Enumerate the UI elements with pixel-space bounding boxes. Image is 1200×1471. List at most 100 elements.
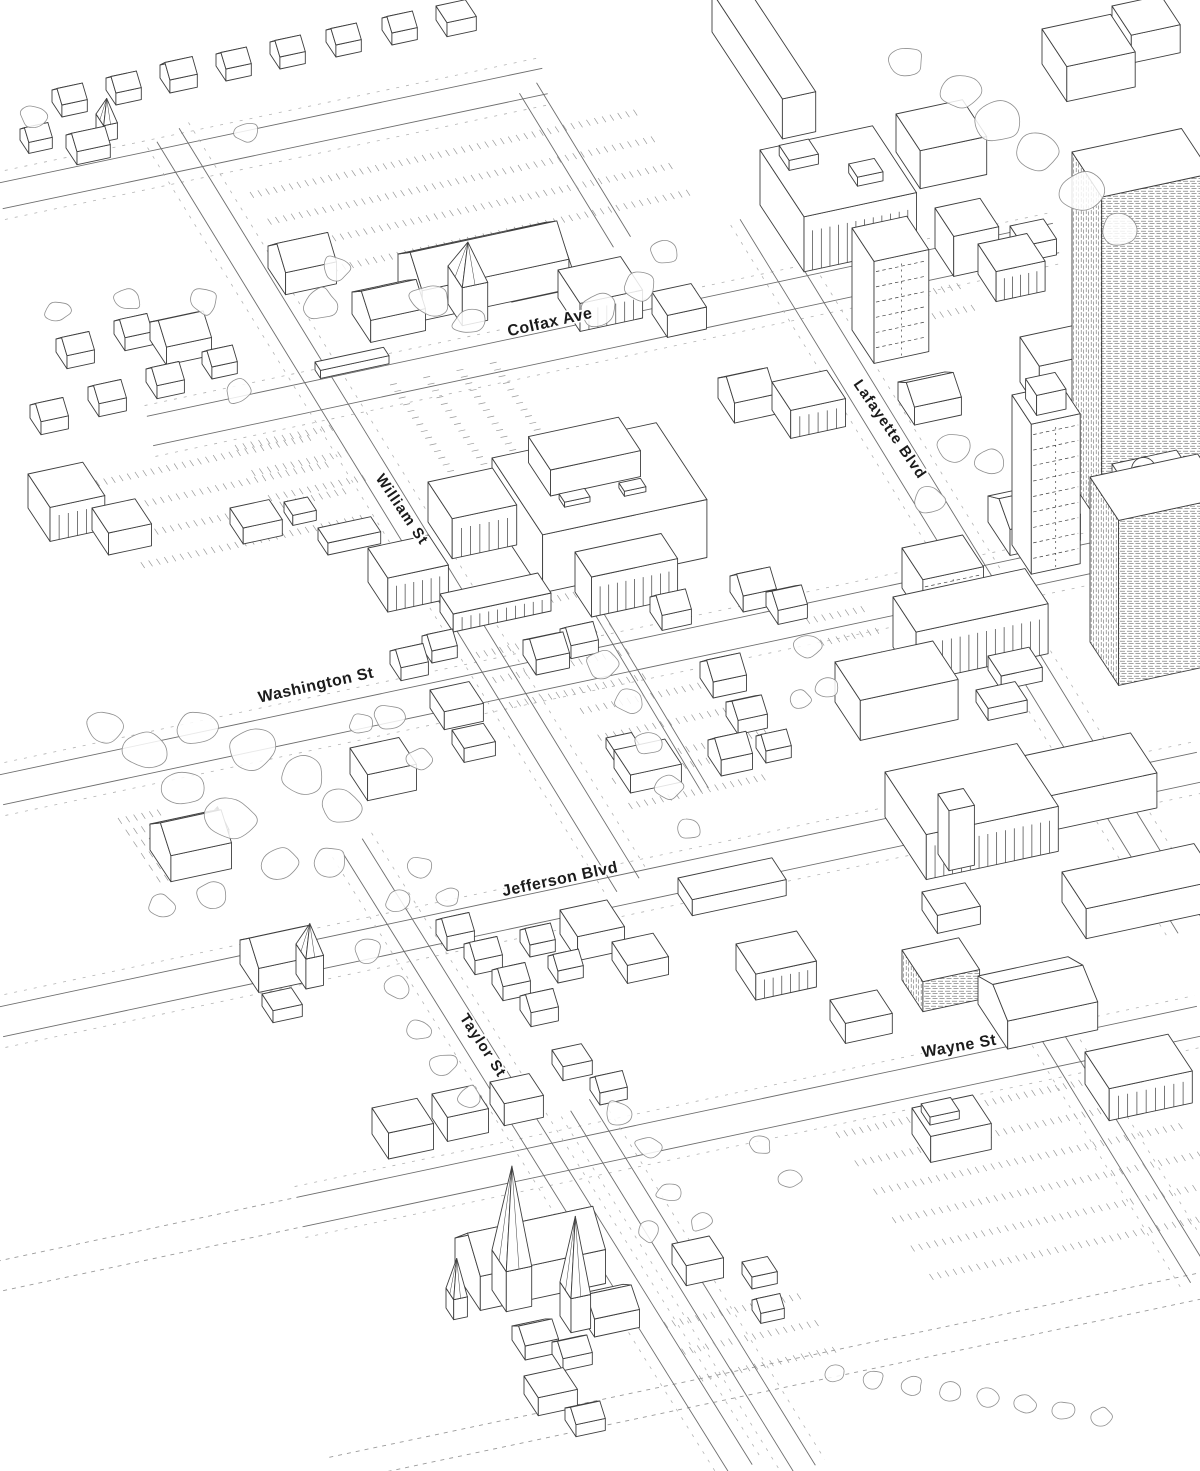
curb-line xyxy=(0,1196,297,1262)
face xyxy=(1011,394,1032,575)
tree xyxy=(793,635,823,659)
tree xyxy=(113,288,141,310)
tree-canopy xyxy=(814,677,839,698)
tree-canopy xyxy=(323,255,352,282)
tree-canopy xyxy=(914,486,947,514)
building xyxy=(975,681,1028,721)
detail-line xyxy=(1033,440,1079,451)
building xyxy=(741,1256,778,1290)
tree-canopy xyxy=(888,48,922,77)
curb-line xyxy=(0,67,543,184)
tree xyxy=(974,100,1021,142)
tree xyxy=(862,1370,884,1390)
face xyxy=(489,1073,544,1105)
building xyxy=(911,1094,992,1163)
detail-line xyxy=(875,275,927,288)
detail-line xyxy=(449,1258,457,1294)
tree-canopy xyxy=(974,448,1005,475)
sidewalk-line xyxy=(332,856,716,1471)
tree-canopy xyxy=(614,688,643,714)
face xyxy=(948,804,975,872)
trees-layer xyxy=(19,48,1138,1427)
buildings-layer xyxy=(19,0,1200,1438)
tree-canopy xyxy=(606,1100,633,1126)
tree-canopy xyxy=(405,747,434,771)
face xyxy=(395,643,429,669)
face xyxy=(274,34,306,58)
house xyxy=(201,344,238,380)
tree-canopy xyxy=(176,711,219,744)
brick-midrise xyxy=(1089,453,1200,686)
face xyxy=(497,962,531,988)
curb-line xyxy=(361,838,753,1465)
face xyxy=(229,499,283,529)
building xyxy=(489,1073,544,1127)
face xyxy=(426,628,458,652)
face xyxy=(1085,883,1200,940)
tree-canopy xyxy=(435,887,460,907)
face xyxy=(848,157,884,178)
sidewalk-line xyxy=(1010,1011,1182,1289)
face xyxy=(461,241,489,289)
tree-canopy xyxy=(1016,132,1060,172)
tree xyxy=(1058,171,1106,211)
curb-line xyxy=(329,1272,1198,1458)
church-spire-tower xyxy=(295,923,324,990)
face xyxy=(731,694,768,721)
building xyxy=(371,1097,434,1160)
tree-canopy xyxy=(373,705,406,730)
street-label-colfax-ave: Colfax Ave xyxy=(506,305,594,340)
tree xyxy=(349,713,373,734)
building xyxy=(937,788,975,872)
face xyxy=(559,899,625,938)
tree xyxy=(190,288,217,316)
tree xyxy=(406,1019,432,1040)
house xyxy=(215,46,252,82)
tree-canopy xyxy=(586,650,620,680)
detail-line xyxy=(456,1258,461,1299)
face xyxy=(755,1293,785,1314)
face xyxy=(618,477,647,492)
face xyxy=(975,681,1028,709)
face xyxy=(558,487,591,503)
house xyxy=(717,367,777,424)
face xyxy=(781,91,817,140)
face xyxy=(151,361,185,387)
street-wayne-ext xyxy=(0,1196,304,1292)
house xyxy=(269,34,306,70)
face xyxy=(671,1235,724,1267)
face xyxy=(677,857,787,901)
sidewalk-line xyxy=(1048,988,1200,1236)
house xyxy=(113,313,153,352)
face xyxy=(27,461,106,508)
face xyxy=(905,371,962,408)
house xyxy=(699,652,747,699)
roof-structure xyxy=(778,138,819,171)
face xyxy=(725,367,777,404)
tree xyxy=(677,818,701,839)
tree xyxy=(148,893,176,918)
tree-canopy xyxy=(793,635,823,659)
face xyxy=(778,138,819,161)
church-tall-spire xyxy=(559,1215,592,1334)
tree-canopy xyxy=(655,1183,682,1201)
building xyxy=(439,572,552,633)
face xyxy=(570,1215,592,1300)
tree xyxy=(653,774,685,800)
tree xyxy=(900,1375,922,1396)
house xyxy=(707,730,753,777)
detail-line xyxy=(1033,501,1079,513)
tree xyxy=(196,881,227,910)
tree-canopy xyxy=(190,288,217,316)
tree xyxy=(606,1100,633,1126)
roof-structure xyxy=(1025,371,1067,416)
building xyxy=(1084,1033,1193,1122)
tree-canopy xyxy=(691,1212,713,1232)
tree xyxy=(233,123,258,143)
house xyxy=(564,1400,606,1438)
house xyxy=(725,694,768,735)
house xyxy=(29,397,69,436)
house xyxy=(389,643,429,682)
curb-line xyxy=(519,92,614,248)
